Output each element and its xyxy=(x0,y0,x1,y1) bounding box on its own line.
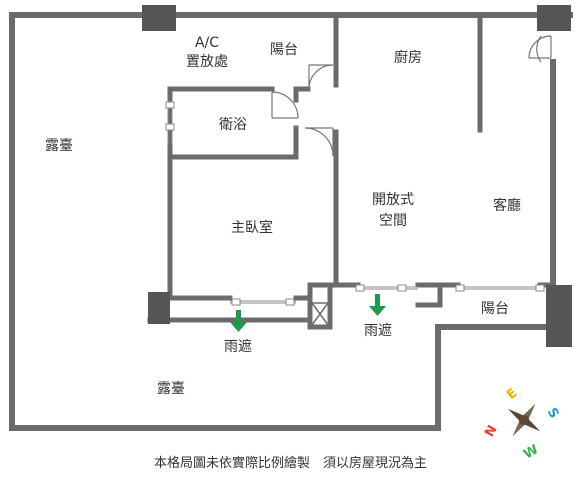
label-living-room: 客廳 xyxy=(493,197,521,214)
compass-east: E xyxy=(504,386,520,403)
label-terrace-left: 露臺 xyxy=(45,138,73,154)
compass-west: W xyxy=(521,442,541,462)
label-ac: A/C xyxy=(195,35,219,51)
door-kitchen xyxy=(304,127,334,157)
label-bathroom: 衛浴 xyxy=(219,117,247,133)
label-balcony-top: 陽台 xyxy=(270,42,298,58)
label-master-bedroom: 主臥室 xyxy=(231,219,273,236)
label-ac-area: 置放處 xyxy=(186,54,228,70)
label-open-space-1: 開放式 xyxy=(372,192,414,208)
door-entry xyxy=(536,35,542,63)
door-bathroom xyxy=(271,91,299,119)
label-rain-shelter-right: 雨遮 xyxy=(364,323,392,339)
compass-north: N xyxy=(482,423,500,440)
door-balcony xyxy=(308,64,334,90)
label-kitchen: 廚房 xyxy=(394,49,422,66)
shaft-box xyxy=(307,282,333,330)
compass: E S W N xyxy=(482,386,561,463)
column-top-left xyxy=(142,5,176,31)
column-top-right xyxy=(537,5,571,31)
walls xyxy=(9,12,573,431)
compass-center xyxy=(519,415,529,425)
label-terrace-bottom: 露臺 xyxy=(157,381,185,397)
column-right-bottom xyxy=(546,285,572,347)
rain-shelter-arrow-left xyxy=(230,310,247,332)
label-balcony-right: 陽台 xyxy=(481,301,509,317)
compass-south: S xyxy=(544,405,562,421)
doors xyxy=(271,35,552,157)
label-open-space-2: 空間 xyxy=(379,213,407,229)
rain-shelter-arrow-right xyxy=(369,294,386,316)
shaft-cross xyxy=(311,302,329,326)
label-rain-shelter-left: 雨遮 xyxy=(224,339,252,355)
columns xyxy=(142,5,572,347)
column-mid-left xyxy=(148,292,170,324)
door-entry-arc xyxy=(528,35,552,59)
windows xyxy=(165,100,545,306)
footer-note: 本格局圖未依實際比例繪製 須以房屋現況為主 xyxy=(153,456,427,471)
